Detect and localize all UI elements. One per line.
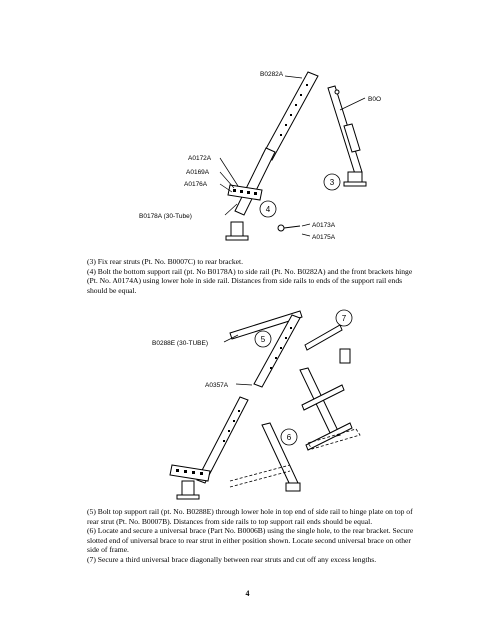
step-5-marker [254, 330, 272, 348]
instructions-steps-3-4: (3) Fix rear struts (Pt. No. B0007C) to … [87, 257, 417, 295]
page-number: 4 [245, 589, 250, 598]
front-bracket [230, 221, 244, 237]
step-7-number: 7 [342, 314, 347, 323]
universal-brace [301, 384, 345, 411]
top-support-rail [229, 310, 303, 340]
instruction-step-6: (6) Locate and secure a universal brace … [87, 526, 414, 555]
rear-bracket [347, 171, 363, 183]
hinge-plate [227, 184, 263, 201]
step-6-marker [280, 428, 298, 446]
step-6-number: 6 [287, 433, 292, 442]
step-5-number: 5 [261, 335, 266, 344]
label-top-rail: B0288E (30-TUBE) [152, 340, 208, 347]
hinge-plate [169, 464, 211, 482]
instruction-step-3: (3) Fix rear struts (Pt. No. B0007C) to … [87, 257, 244, 266]
front-bracket [181, 480, 195, 496]
label-brace: A0357A [205, 382, 229, 389]
step-4-number: 4 [266, 205, 271, 214]
instruction-step-7: (7) Secure a third universal brace diago… [87, 554, 377, 564]
label-bolt-a: A0173A [312, 222, 336, 229]
label-support-rail: B0178A (30-Tube) [139, 213, 192, 220]
front-bracket-foot [225, 235, 249, 241]
label-hinge-c: A0176A [184, 181, 208, 188]
assembly-diagram-steps-3-4: 3 4 B0282A B0O A0172A A0169A A0176A B017… [0, 0, 495, 255]
instructions-steps-5-7: (5) Bolt top support rail (pt. No. B0288… [87, 507, 417, 565]
instruction-step-4: (4) Bolt the bottom support rail (pt. No… [87, 266, 413, 295]
instruction-step-5: (5) Bolt top support rail (pt. No. B0288… [87, 507, 413, 526]
label-bolt-b: A0175A [312, 234, 336, 241]
step-3-marker [323, 173, 341, 191]
label-side-rail: B0282A [260, 71, 284, 78]
label-rear-strut: B0O [368, 96, 381, 103]
step-7-marker [335, 309, 353, 327]
step-3-number: 3 [330, 178, 335, 187]
label-hinge-a: A0172A [188, 155, 212, 162]
brace-alt-position [307, 428, 361, 450]
step-4-marker [259, 200, 277, 218]
side-rail-lower [196, 396, 249, 484]
label-hinge-b: A0169A [186, 169, 210, 176]
side-rail [253, 314, 301, 388]
assembly-diagram-steps-5-7: 5 6 7 B0288E (30-TUBE) A0357A [0, 305, 495, 505]
